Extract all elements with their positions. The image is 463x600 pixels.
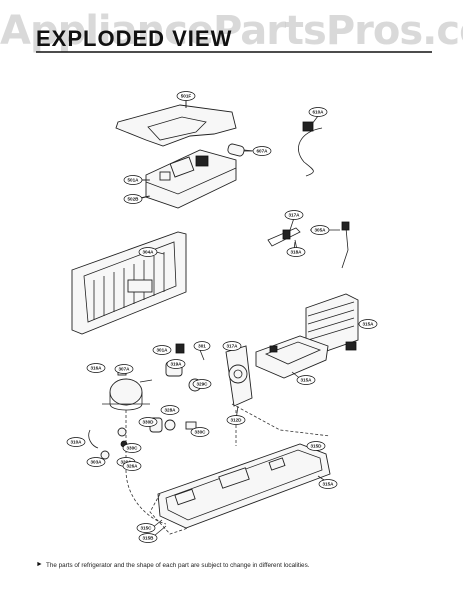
pipe-route-left bbox=[125, 410, 167, 525]
callout-303A: 303A bbox=[86, 457, 106, 467]
callout-301A: 301A bbox=[152, 345, 172, 355]
callout-label: 315D bbox=[311, 444, 323, 449]
callout-label: 307A bbox=[119, 367, 131, 372]
callout-label: 329C bbox=[197, 382, 209, 387]
callout-330C: 330C bbox=[190, 427, 210, 437]
callout-label: 317A bbox=[227, 344, 239, 349]
callout-305A: 305A bbox=[310, 225, 330, 235]
callout-326A: 326A bbox=[122, 461, 142, 471]
callout-label: 330C bbox=[195, 430, 207, 435]
fan-shroud bbox=[225, 345, 253, 407]
defrost-thermostat bbox=[267, 227, 301, 251]
callout-501F: 501F bbox=[176, 91, 196, 101]
capacitor-part bbox=[227, 143, 252, 157]
callout-315A-evap: 315A bbox=[358, 319, 378, 329]
base-plate bbox=[157, 443, 331, 529]
callout-label: 501A bbox=[128, 178, 140, 183]
callout-312D: 312D bbox=[226, 415, 246, 425]
callout-label: 315C bbox=[141, 526, 153, 531]
callout-315A-cover: 315A bbox=[296, 375, 316, 385]
callout-316A: 316A bbox=[86, 363, 106, 373]
compressor bbox=[102, 367, 153, 411]
callout-label: 501F bbox=[181, 94, 192, 99]
callout-label: 301 bbox=[198, 344, 206, 349]
small-parts bbox=[88, 421, 197, 460]
callout-label: 610A bbox=[313, 110, 325, 115]
callout-label: 310A bbox=[71, 440, 83, 445]
callout-502B: 502B bbox=[123, 194, 143, 204]
callout-label: 315A bbox=[301, 378, 313, 383]
callout-label: 316A bbox=[91, 366, 103, 371]
pipe-route-base bbox=[149, 493, 189, 535]
callout-329C: 329C bbox=[192, 379, 212, 389]
callout-label: 315A bbox=[363, 322, 375, 327]
footnote-arrow-icon: ► bbox=[36, 561, 43, 568]
callout-315D: 315D bbox=[306, 441, 326, 451]
callout-label: 304A bbox=[143, 250, 155, 255]
callout-label: 502B bbox=[128, 197, 140, 202]
callout-label: 305A bbox=[315, 228, 327, 233]
callout-label: 317A bbox=[289, 213, 301, 218]
callout-315C: 315C bbox=[136, 523, 156, 533]
callout-317A-lower: 317A bbox=[222, 341, 242, 351]
callout-328A: 328A bbox=[160, 405, 180, 415]
callout-304A: 304A bbox=[138, 247, 158, 257]
callout-307A: 307A bbox=[114, 364, 134, 374]
callout-501A: 501A bbox=[123, 175, 143, 185]
callout-310A: 310A bbox=[66, 437, 86, 447]
callout-label: 328A bbox=[165, 408, 177, 413]
callout-label: 318A bbox=[291, 250, 303, 255]
callout-label: 607A bbox=[257, 149, 269, 154]
footnote-text: The parts of refrigerator and the shape … bbox=[46, 562, 310, 569]
evaporator-cover bbox=[255, 335, 329, 379]
callout-label: 329A bbox=[121, 460, 133, 465]
callout-label: 301A bbox=[157, 348, 169, 353]
control-box bbox=[139, 149, 237, 209]
callout-317A: 317A bbox=[284, 210, 304, 220]
power-cord bbox=[298, 121, 323, 177]
callout-label: 315A bbox=[323, 482, 335, 487]
callout-315B: 315B bbox=[138, 533, 158, 543]
callout-label: 330C bbox=[127, 446, 139, 451]
callout-label: 315B bbox=[143, 536, 155, 541]
rear-back-panel bbox=[71, 231, 187, 335]
callout-318A: 318A bbox=[286, 247, 306, 257]
page-title: EXPLODED VIEW bbox=[36, 26, 233, 51]
top-cover-plate bbox=[115, 101, 237, 147]
callout-610A: 610A bbox=[308, 107, 328, 117]
callout-label: 312D bbox=[231, 418, 243, 423]
heater-tube bbox=[341, 221, 350, 269]
callout-330C-lower: 330C bbox=[122, 443, 142, 453]
pipe-route-right bbox=[231, 403, 331, 437]
callout-319A: 319A bbox=[166, 359, 186, 369]
callout-label: 326A bbox=[127, 464, 139, 469]
callout-315A-base: 315A bbox=[318, 479, 338, 489]
callout-label: 303A bbox=[91, 460, 103, 465]
callout-label: 319A bbox=[171, 362, 183, 367]
callout-607A: 607A bbox=[252, 146, 272, 156]
callout-330D: 330D bbox=[138, 417, 158, 427]
callout-label: 330D bbox=[143, 420, 155, 425]
callout-301: 301 bbox=[193, 341, 211, 351]
